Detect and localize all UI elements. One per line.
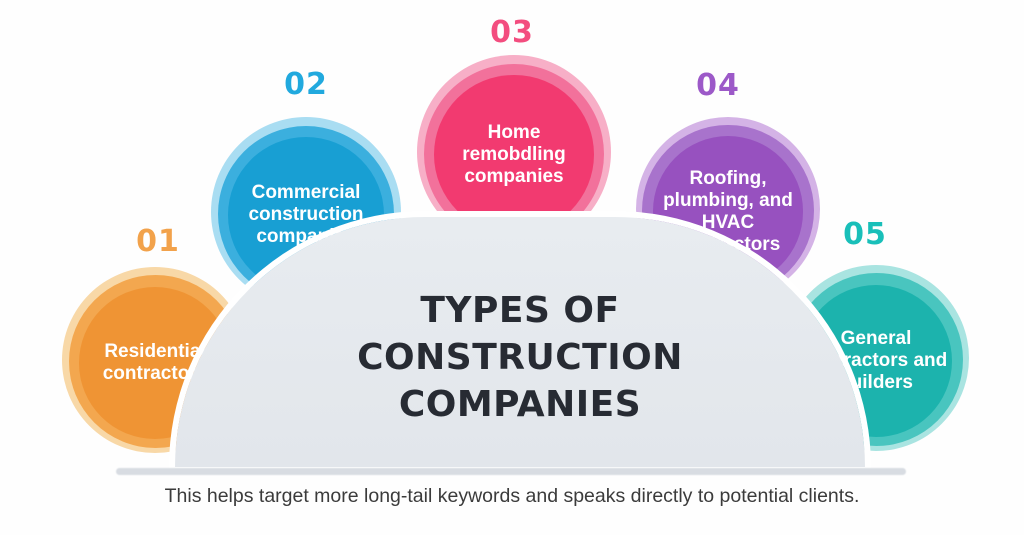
item-number-01: 01	[136, 224, 180, 259]
item-number-04: 04	[696, 68, 740, 103]
caption: This helps target more long-tail keyword…	[164, 485, 860, 507]
item-number-02: 02	[284, 67, 328, 102]
item-number-03: 03	[490, 15, 534, 50]
bubble-label: General cantractors and builders	[804, 327, 948, 393]
bubble-inner-circle: Home remobdling companies	[434, 75, 594, 235]
item-number-05: 05	[843, 217, 887, 252]
infographic-title: TYPES OF CONSTRUCTION COMPANIES	[357, 290, 683, 425]
bubble-home-remodeling: Home remobdling companies	[417, 55, 611, 249]
bubble-label: Home remobdling companies	[462, 121, 566, 187]
bubble-label: Residential contractors	[102, 340, 208, 384]
dome-shadow	[116, 468, 906, 475]
center-dome: TYPES OF CONSTRUCTION COMPANIES	[175, 217, 865, 467]
